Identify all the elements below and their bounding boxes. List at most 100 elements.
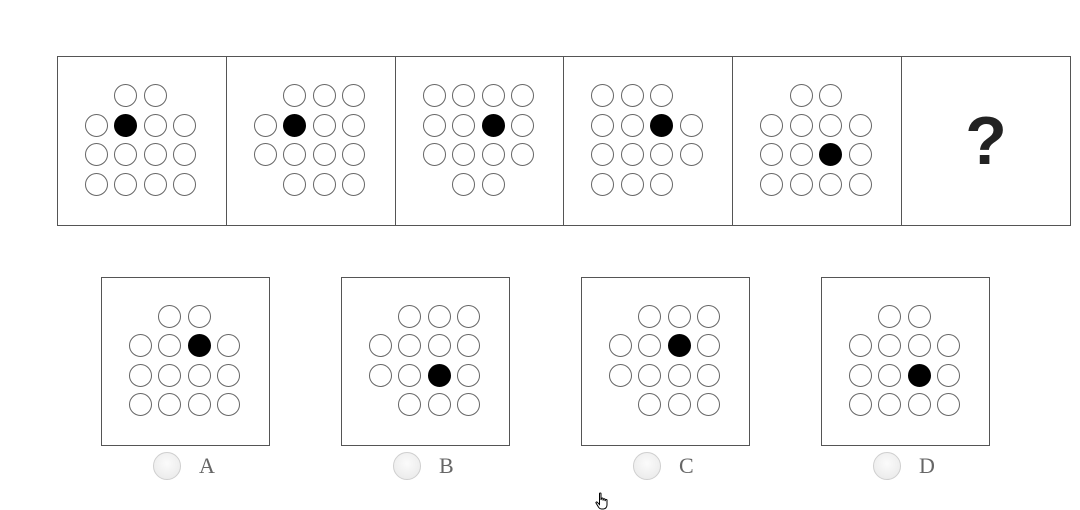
empty-dot: [591, 143, 615, 166]
empty-dot: [158, 363, 181, 387]
empty-dot: [217, 393, 240, 416]
option-a-figure[interactable]: [101, 277, 270, 446]
option-b-radio[interactable]: [393, 452, 421, 480]
empty-dot: [143, 113, 167, 137]
empty-dot: [398, 393, 421, 416]
empty-dot: [697, 334, 720, 357]
empty-dot: [158, 393, 181, 416]
empty-dot: [427, 334, 451, 357]
empty-dot: [427, 304, 451, 328]
dot-grid: [760, 84, 874, 198]
empty-dot: [173, 113, 197, 137]
filled-dot: [283, 113, 307, 137]
option-b-figure[interactable]: [341, 277, 510, 446]
dot-grid: [84, 84, 199, 198]
empty-dot: [481, 143, 505, 166]
empty-dot: [789, 172, 813, 196]
empty-dot: [848, 363, 872, 387]
empty-dot: [819, 84, 843, 107]
empty-dot: [143, 172, 167, 196]
empty-dot: [679, 113, 703, 137]
empty-dot: [679, 143, 703, 166]
empty-dot: [907, 334, 931, 357]
empty-dot: [848, 393, 872, 416]
empty-dot: [452, 143, 476, 166]
empty-dot: [848, 172, 872, 196]
empty-dot: [253, 113, 277, 137]
empty-dot: [937, 334, 960, 357]
dot-grid: [368, 304, 483, 419]
dot-grid: [608, 304, 723, 419]
empty-dot: [128, 393, 152, 416]
empty-dot: [907, 304, 931, 328]
option-d-label[interactable]: D: [919, 453, 935, 478]
filled-dot: [907, 363, 931, 387]
empty-dot: [650, 84, 674, 107]
empty-dot: [173, 143, 197, 166]
empty-dot: [342, 143, 366, 166]
question-mark: ?: [965, 103, 1007, 179]
empty-dot: [878, 363, 901, 387]
empty-dot: [283, 143, 307, 166]
option-d-radio[interactable]: [873, 452, 901, 480]
empty-dot: [342, 113, 366, 137]
empty-dot: [819, 172, 843, 196]
empty-dot: [84, 113, 108, 137]
empty-dot: [312, 172, 336, 196]
empty-dot: [638, 363, 661, 387]
dot-grid: [591, 84, 705, 198]
empty-dot: [452, 113, 476, 137]
option-a-radio[interactable]: [153, 452, 181, 480]
empty-dot: [878, 304, 901, 328]
empty-dot: [128, 334, 152, 357]
filled-dot: [187, 334, 211, 357]
empty-dot: [650, 143, 674, 166]
empty-dot: [697, 393, 720, 416]
empty-dot: [217, 334, 240, 357]
sequence-cell-3: [396, 57, 565, 225]
option-c-radio[interactable]: [633, 452, 661, 480]
option-a-label[interactable]: A: [199, 453, 215, 478]
empty-dot: [283, 172, 307, 196]
empty-dot: [253, 143, 277, 166]
empty-dot: [848, 143, 872, 166]
option-b-label[interactable]: B: [439, 453, 454, 478]
empty-dot: [114, 172, 138, 196]
empty-dot: [638, 393, 661, 416]
empty-dot: [128, 363, 152, 387]
empty-dot: [312, 84, 336, 107]
empty-dot: [427, 393, 451, 416]
empty-dot: [511, 84, 535, 107]
empty-dot: [422, 84, 446, 107]
filled-dot: [819, 143, 843, 166]
empty-dot: [114, 143, 138, 166]
empty-dot: [697, 304, 720, 328]
option-c-label[interactable]: C: [679, 453, 694, 478]
empty-dot: [760, 172, 784, 196]
empty-dot: [173, 172, 197, 196]
dot-grid: [128, 304, 243, 419]
empty-dot: [697, 363, 720, 387]
empty-dot: [511, 143, 535, 166]
empty-dot: [620, 172, 644, 196]
empty-dot: [591, 84, 615, 107]
sequence-cell-unknown: ?: [902, 57, 1070, 225]
empty-dot: [452, 172, 476, 196]
empty-dot: [158, 334, 181, 357]
empty-dot: [342, 172, 366, 196]
empty-dot: [84, 143, 108, 166]
option-d-figure[interactable]: [821, 277, 990, 446]
empty-dot: [283, 84, 307, 107]
empty-dot: [368, 363, 392, 387]
empty-dot: [848, 334, 872, 357]
empty-dot: [217, 363, 240, 387]
empty-dot: [158, 304, 181, 328]
empty-dot: [878, 334, 901, 357]
filled-dot: [667, 334, 691, 357]
empty-dot: [650, 172, 674, 196]
empty-dot: [638, 334, 661, 357]
empty-dot: [481, 172, 505, 196]
sequence-cell-2: [227, 57, 396, 225]
empty-dot: [114, 84, 138, 107]
option-c-figure[interactable]: [581, 277, 750, 446]
